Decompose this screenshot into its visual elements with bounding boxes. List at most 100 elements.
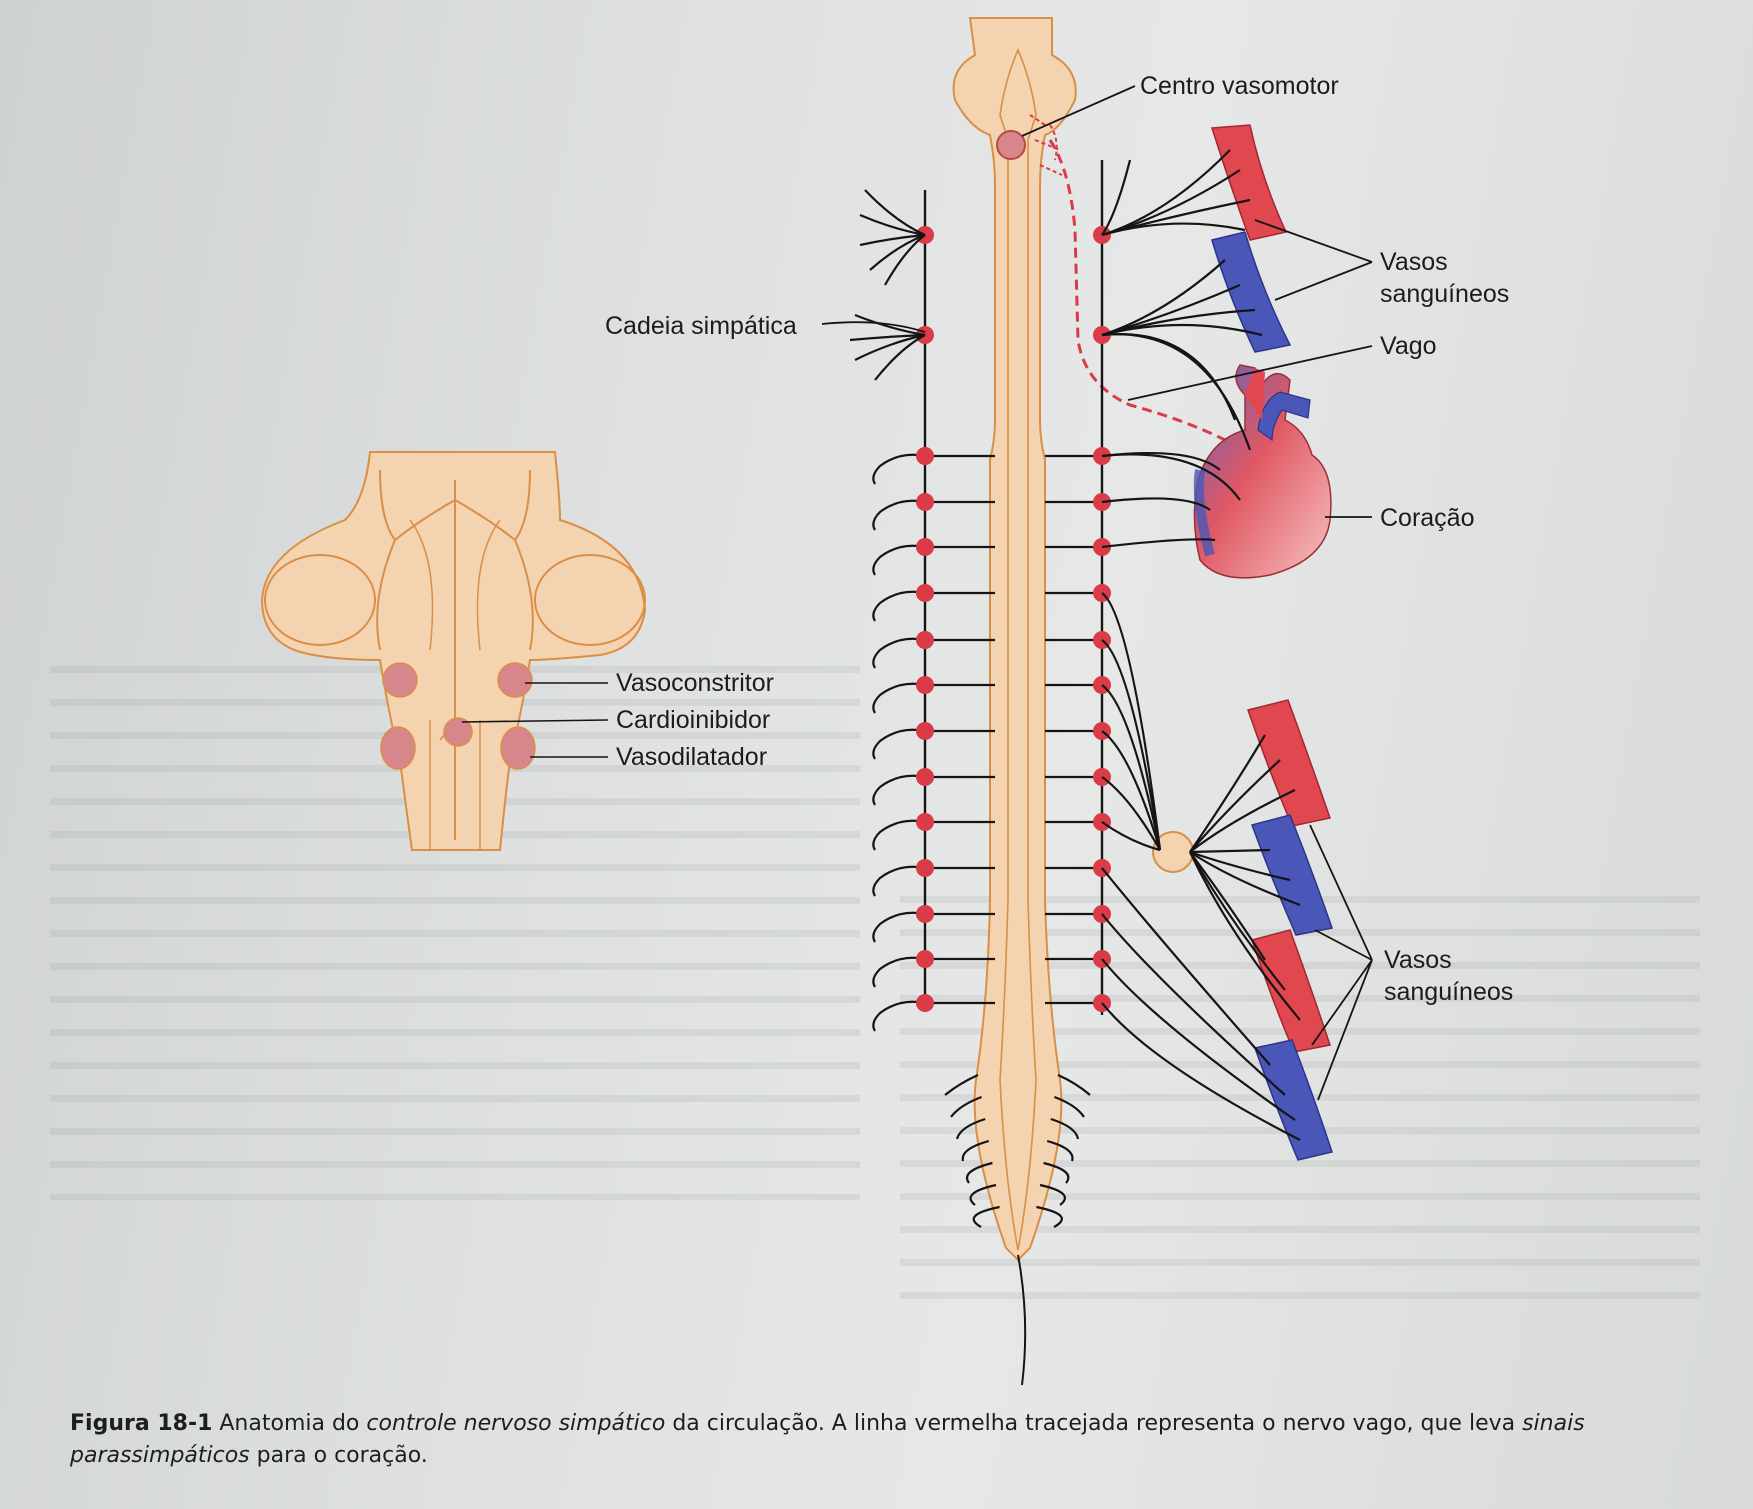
spinal-nerve-left bbox=[872, 819, 926, 851]
spinal-nerve-left bbox=[872, 1000, 926, 1032]
postganglionic-fibres bbox=[849, 149, 1301, 1141]
fibre bbox=[1101, 958, 1296, 1121]
cauda-root-left bbox=[972, 1205, 1000, 1228]
fibre bbox=[1189, 734, 1266, 853]
spinal-nerve-left bbox=[872, 682, 926, 714]
ganglion-left bbox=[916, 631, 934, 649]
cauda-root-left bbox=[950, 1095, 982, 1118]
ganglion-left bbox=[916, 950, 934, 968]
fibre bbox=[884, 234, 926, 286]
fibre bbox=[1101, 821, 1161, 852]
ganglion-left bbox=[916, 813, 934, 831]
fibre bbox=[854, 333, 926, 361]
cauda-root-right bbox=[1036, 1205, 1063, 1228]
vasoconstrictor-nucleus-left bbox=[382, 662, 418, 698]
spinal-nerve-left bbox=[872, 956, 926, 988]
caption-text-3: para o coração. bbox=[249, 1443, 428, 1468]
ganglion-left bbox=[916, 493, 934, 511]
sympathetic-chain bbox=[872, 160, 1111, 1032]
fibre bbox=[1189, 848, 1271, 854]
spinal-nerve-left bbox=[872, 499, 926, 531]
vago-callout: Vago bbox=[1127, 332, 1437, 401]
fibre bbox=[1189, 851, 1286, 991]
spinal-nerve-left bbox=[872, 774, 926, 806]
fibre bbox=[864, 189, 926, 237]
vasodilatador-label: Vasodilatador bbox=[616, 743, 767, 771]
vagus-nerve bbox=[1048, 139, 1226, 442]
cadeia-simpatica-callout: Cadeia simpática bbox=[605, 312, 926, 340]
fibre bbox=[1101, 913, 1286, 1096]
figure-number: Figura 18-1 bbox=[70, 1411, 213, 1436]
vasodilator-nucleus-left bbox=[380, 726, 416, 770]
fibre bbox=[869, 233, 926, 271]
spinal-nerve-left bbox=[872, 728, 926, 760]
vasos-label-bottom-line2: sanguíneos bbox=[1384, 978, 1513, 1006]
ganglion-left bbox=[916, 538, 934, 556]
fibre bbox=[1101, 453, 1241, 501]
vasodilator-nucleus-right bbox=[500, 726, 536, 770]
cauda-root-right bbox=[1046, 1139, 1074, 1162]
centro-vasomotor-label: Centro vasomotor bbox=[1140, 72, 1339, 100]
vasos-label-top-line1: Vasos bbox=[1380, 248, 1448, 276]
spinal-nerve-left bbox=[872, 453, 926, 485]
brainstem-illustration: Vasoconstritor Cardioinibidor Vasodilata… bbox=[260, 451, 774, 851]
vasos-sanguineos-top-callout: Vasos sanguíneos bbox=[1254, 219, 1509, 308]
cardioinhibitor-nucleus bbox=[443, 717, 473, 747]
fibre bbox=[1101, 538, 1216, 549]
figure-caption: Figura 18-1 Anatomia do controle nervoso… bbox=[70, 1408, 1730, 1472]
fibre bbox=[1101, 684, 1162, 851]
fibre bbox=[1101, 776, 1161, 851]
fibre bbox=[1101, 639, 1162, 851]
fibre bbox=[1101, 1002, 1301, 1141]
fibre bbox=[1101, 867, 1271, 1066]
fibre bbox=[1189, 759, 1281, 853]
fibre bbox=[1101, 308, 1256, 337]
spinal-nerve-left bbox=[872, 865, 926, 897]
fibre bbox=[1189, 851, 1301, 1021]
fibre bbox=[849, 333, 926, 342]
fibre bbox=[1101, 323, 1263, 337]
fibre bbox=[1101, 159, 1132, 236]
fibre bbox=[1101, 730, 1162, 851]
vasos-label-top-line2: sanguíneos bbox=[1380, 280, 1509, 308]
fibre bbox=[1189, 789, 1296, 853]
fibre bbox=[1101, 333, 1237, 421]
fibre bbox=[1101, 497, 1211, 511]
cauda-root-right bbox=[1057, 1073, 1091, 1096]
caption-text-2: da circulação. A linha vermelha tracejad… bbox=[665, 1411, 1523, 1436]
cauda-root-left bbox=[969, 1183, 997, 1206]
spinal-nerve-left bbox=[872, 637, 926, 669]
cadeia-simpatica-label: Cadeia simpática bbox=[605, 312, 797, 340]
vasoconstritor-label: Vasoconstritor bbox=[616, 669, 774, 697]
top-blood-vessels bbox=[1211, 124, 1292, 353]
fibre bbox=[1189, 850, 1291, 882]
cardioinibidor-label: Cardioinibidor bbox=[616, 706, 770, 734]
fibre bbox=[1189, 851, 1266, 961]
ganglion-left bbox=[916, 722, 934, 740]
heart: Coração bbox=[1193, 364, 1475, 579]
caption-italic-2: sinais parassimpáticos bbox=[70, 1411, 1585, 1468]
fibre bbox=[874, 334, 926, 381]
ganglion-left bbox=[916, 584, 934, 602]
fibre bbox=[1189, 851, 1301, 907]
cauda-root-right bbox=[1054, 1095, 1085, 1118]
ganglion-left bbox=[916, 905, 934, 923]
cauda-root-left bbox=[955, 1117, 986, 1140]
spinal-nerve-left bbox=[872, 911, 926, 943]
fibre bbox=[859, 233, 926, 247]
spinal-nerve-left bbox=[872, 544, 926, 576]
cauda-root-left bbox=[965, 1161, 993, 1184]
cauda-root-right bbox=[1039, 1183, 1066, 1206]
vasoconstrictor-nucleus-right bbox=[497, 662, 533, 698]
fibre bbox=[1101, 333, 1252, 451]
spinal-nerve-left bbox=[872, 590, 926, 622]
cauda-root-left bbox=[961, 1139, 990, 1162]
cauda-root-right bbox=[1050, 1117, 1080, 1140]
prevertebral-ganglion-group: Vasos sanguíneos bbox=[1152, 699, 1513, 1161]
cauda-root-left bbox=[944, 1073, 979, 1096]
fibre bbox=[854, 313, 926, 337]
ganglion-left bbox=[916, 768, 934, 786]
vago-label: Vago bbox=[1380, 332, 1437, 360]
